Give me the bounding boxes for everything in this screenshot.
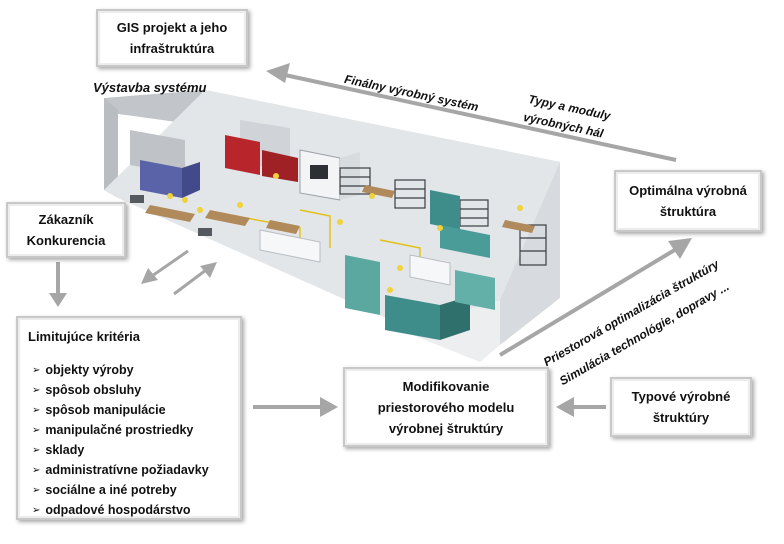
box-modify-line3: výrobnej štruktúry: [388, 420, 504, 436]
arrow-head: [320, 397, 338, 417]
limits-item: odpadové hospodárstvo: [32, 501, 209, 521]
box-gis-project: GIS projekt a jeho infraštruktúra: [96, 9, 248, 67]
limits-item: manipulačné prostriedky: [32, 421, 209, 441]
arrow-head: [556, 397, 574, 417]
arrow-head: [266, 63, 290, 83]
box-customer-competition: Zákazník Konkurencia: [6, 202, 126, 258]
machine-blue: [140, 160, 182, 198]
box-gis-line1: GIS projekt a jeho: [116, 20, 228, 35]
machine-red: [225, 135, 260, 175]
limits-item: administratívne požiadavky: [32, 461, 208, 481]
limits-item: sklady: [32, 441, 209, 461]
arrow-final-system: [284, 73, 677, 162]
box-modify-line1: Modifikovanie: [402, 378, 490, 394]
platform: [409, 254, 451, 286]
limits-item: objekty výroby: [32, 361, 209, 381]
machine-teal-side: [440, 296, 470, 340]
box-typical-line2: štruktúry: [652, 410, 710, 425]
arrow-head: [141, 268, 158, 284]
machine-cnc-side: [340, 152, 360, 200]
arrows: [49, 63, 692, 417]
machine-teal: [455, 270, 495, 310]
machine-teal: [345, 255, 380, 315]
arrow-optimization: [498, 246, 680, 357]
limits-title: Limitujúce kritéria: [28, 329, 140, 344]
limits-item: sociálne a iné potreby: [32, 481, 209, 501]
box-optimal-line2: štruktúra: [659, 204, 717, 219]
cart: [130, 195, 212, 236]
factory-floor: [104, 90, 560, 360]
box-modify-line2: priestorového modelu: [377, 399, 515, 415]
box-typical-line1: Typové výrobné: [631, 389, 731, 404]
machine-teal: [430, 190, 460, 230]
machine-teal: [385, 295, 440, 340]
factory-right-wall: [500, 162, 560, 345]
cnc-window: [310, 165, 328, 179]
limits-item: spôsob obsluhy: [32, 381, 209, 401]
worker-figures: [167, 173, 523, 293]
storage-rack: [339, 167, 547, 266]
box-gis-line2: infraštruktúra: [129, 41, 215, 56]
box-modify-model: Modifikovanie priestorového modelu výrob…: [343, 367, 549, 447]
machine-blue-side: [182, 162, 200, 198]
label-build-system: Výstavba systému: [93, 80, 207, 95]
arrow-head: [200, 262, 217, 278]
platform: [259, 229, 321, 263]
limits-list: objekty výroby spôsob obsluhy spôsob man…: [28, 361, 209, 521]
arrow-head: [49, 293, 67, 307]
arrow-diag-left: [151, 249, 189, 278]
box-optimal-line1: Optimálna výrobná: [629, 183, 747, 198]
machine-red: [262, 150, 298, 182]
limits-item: spôsob manipulácie: [32, 401, 209, 421]
factory-left-wall: [104, 98, 118, 198]
arrow-diag-right: [173, 268, 207, 296]
machine-teal: [440, 225, 490, 258]
box-limiting-criteria: Limitujúce kritéria objekty výroby spôso…: [16, 316, 242, 520]
workbench: [145, 185, 535, 234]
box-typical-structures: Typové výrobné štruktúry: [610, 377, 752, 437]
arrow-head: [668, 238, 692, 259]
box-customer-line1: Zákazník: [38, 212, 94, 227]
box-optimal-structure: Optimálna výrobná štruktúra: [614, 170, 762, 232]
box-customer-line2: Konkurencia: [26, 233, 106, 248]
